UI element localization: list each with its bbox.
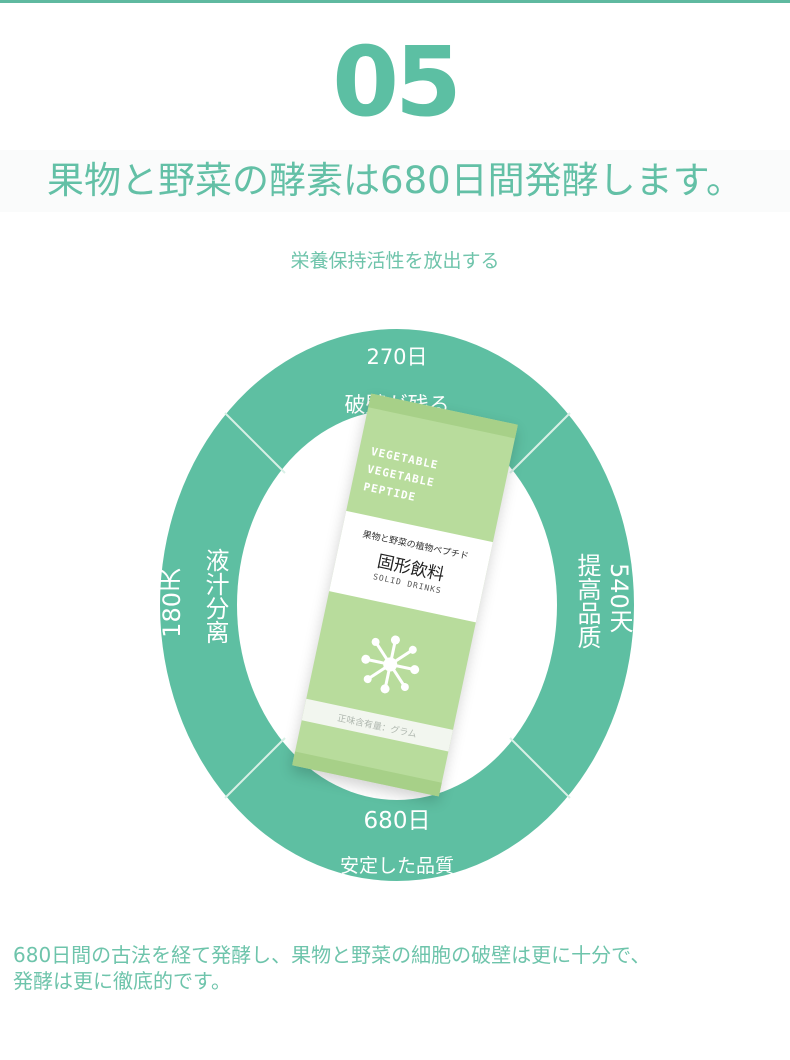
segment-right-day: 540天 [605, 563, 633, 633]
headline: 果物と野菜の酵素は680日間発酵します。 [0, 150, 790, 212]
segment-right-label: 提高品质 [573, 553, 601, 649]
product-white-band: 果物と野菜の植物ペプチド 固形飲料 SOLID DRINKS [329, 510, 493, 623]
segment-top-day: 270日 [366, 345, 428, 369]
product-bottom-band: 正味含有量：グラム [301, 698, 453, 752]
section-number: 05 [332, 26, 462, 138]
segment-left-day: 180天 [158, 568, 186, 638]
footer-description: 680日間の古法を経て発酵し、果物と野菜の細胞の破壁は更に十分で、 発酵は更に徹… [13, 942, 783, 994]
footer-line-1: 680日間の古法を経て発酵し、果物と野菜の細胞の破壁は更に十分で、 [13, 943, 651, 967]
segment-bottom-label: 安定した品質 [339, 855, 454, 877]
footer-line-2: 発酵は更に徹底的です。 [13, 969, 231, 993]
subheadline: 栄養保持活性を放出する [290, 250, 500, 272]
segment-left-label: 液汁分离 [201, 548, 229, 644]
product-english-label: VEGETABLE VEGETABLE PEPTIDE [362, 443, 496, 522]
product-net-weight: 正味含有量：グラム [336, 713, 418, 741]
segment-bottom-day: 680日 [363, 808, 431, 834]
molecule-icon [361, 635, 420, 694]
stick-body: VEGETABLE VEGETABLE PEPTIDE 果物と野菜の植物ペプチド… [292, 393, 518, 797]
product-stick-pack: VEGETABLE VEGETABLE PEPTIDE 果物と野菜の植物ペプチド… [292, 393, 518, 797]
top-divider [0, 0, 790, 3]
